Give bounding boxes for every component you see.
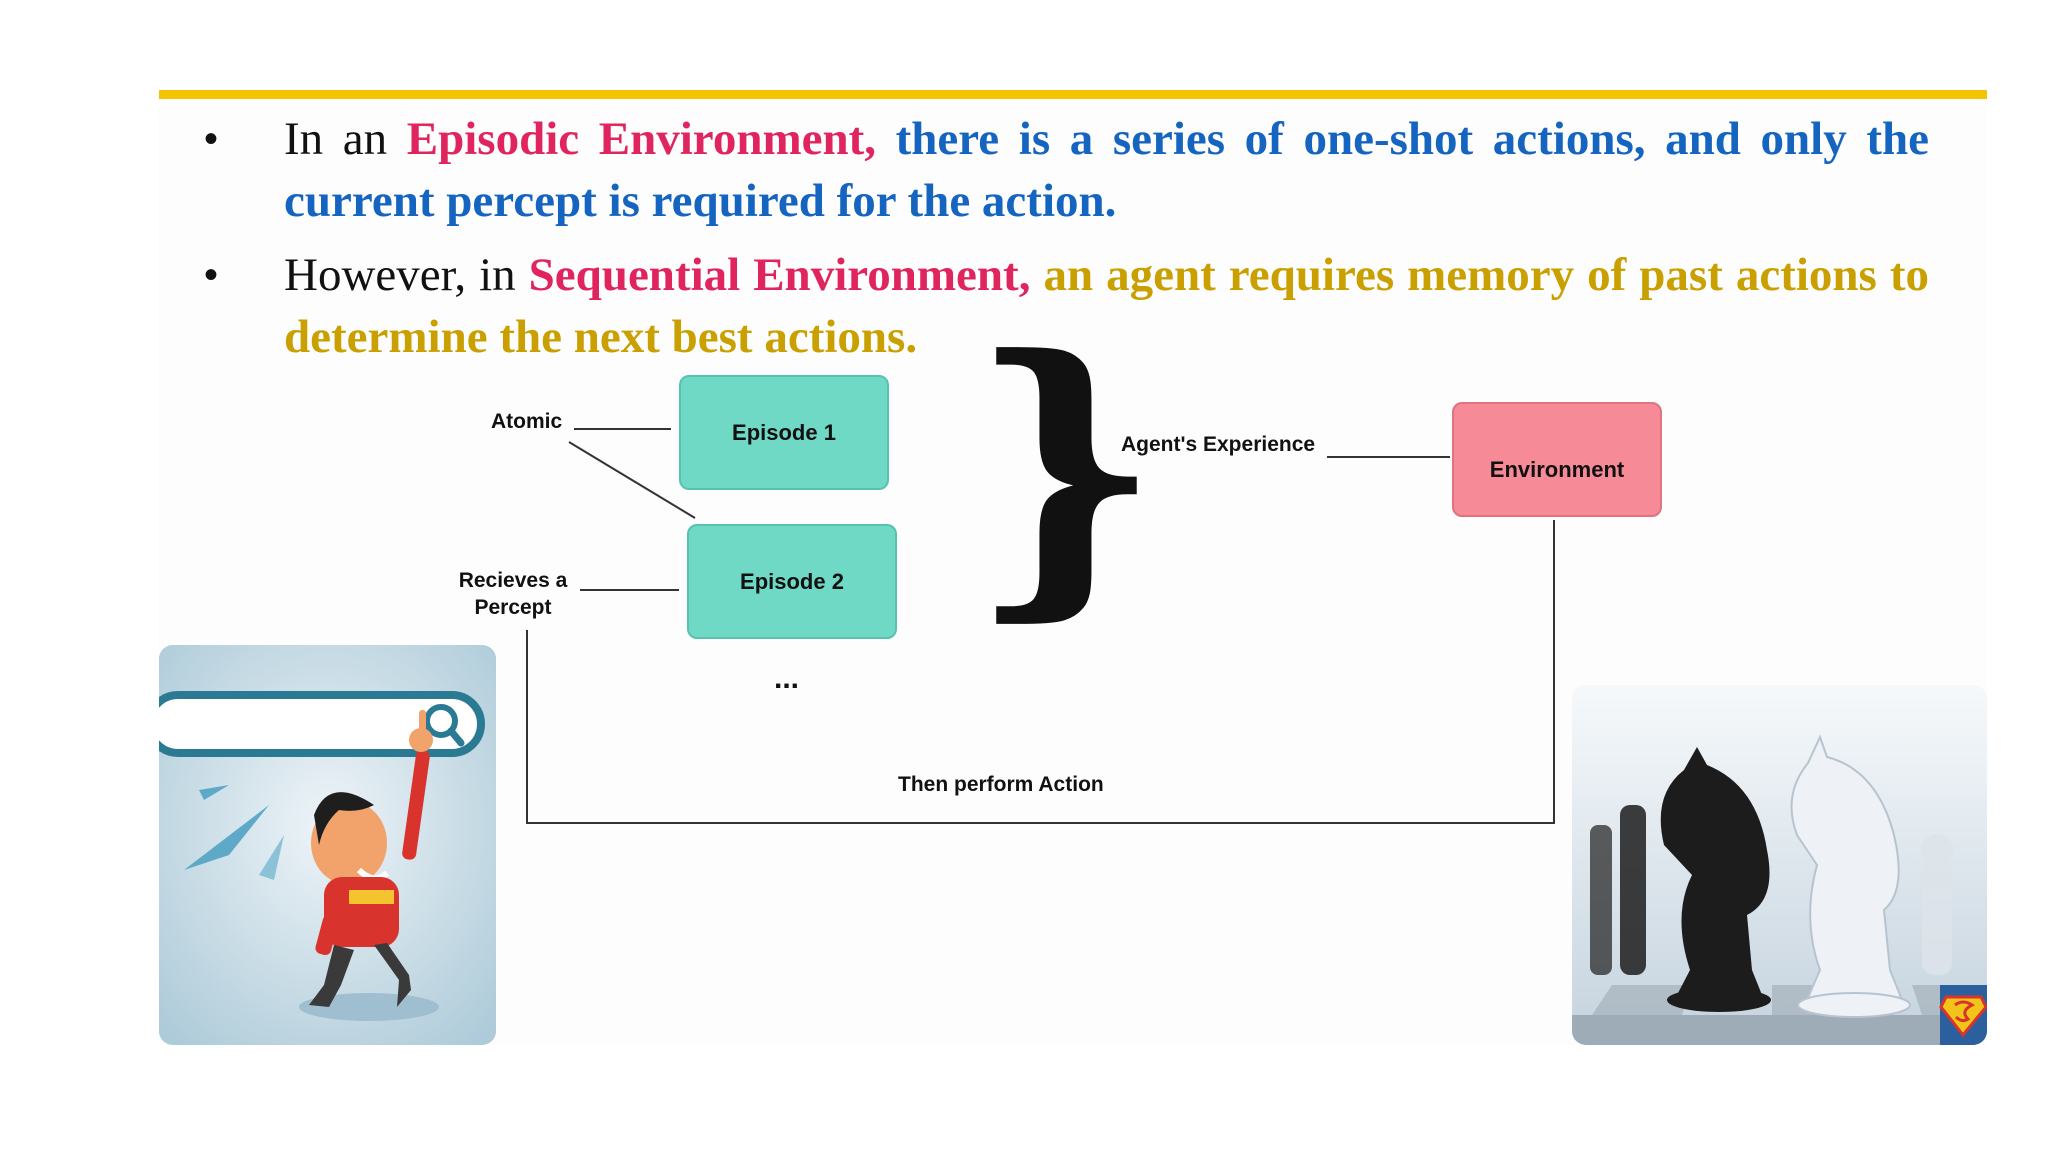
bullet-marker: • [204,253,219,297]
bullet2-rest: an agent requires memory of past actions… [284,249,1929,363]
top-rule [159,90,1987,99]
white-knight [1790,734,1911,1018]
search-bar-graphic [159,691,485,757]
episode-2-box: Episode 2 [687,524,897,639]
chessboard [1572,985,1987,1045]
white-pawn [1921,834,1953,975]
episode-ellipsis: ... [774,662,800,695]
grouping-brace: } [969,293,1162,646]
episode-1-box: Episode 1 [679,375,889,490]
magnifier-icon [424,704,465,747]
percept-label-line1: Recieves a [458,569,568,592]
action-label: Then perform Action [898,773,1104,796]
atomic-label: Atomic [491,410,563,433]
atomic-diagonal-connector [568,441,696,519]
cartoon-man-image [159,645,496,1045]
environment-label: Environment [1489,456,1625,482]
episode-2-label: Episode 2 [740,568,844,594]
bullet-sequential: • However, in Sequential Environment, an… [204,244,1929,368]
search-illustration [159,645,496,1045]
episode-1-label: Episode 1 [732,419,836,445]
superman-logo-badge [1939,985,1987,1045]
bullet-marker: • [204,117,219,161]
bullet1-rest: there is a series of one-shot actions, a… [284,113,1930,227]
bullet2-term: Sequential Environment, [528,249,1031,301]
chess-illustration [1572,685,1987,1045]
bullet-list: • In an Episodic Environment, there is a… [204,108,1929,380]
slide: • In an Episodic Environment, there is a… [159,90,1987,1045]
percept-label: Recieves a Percept [455,567,571,621]
cartoon-man [309,710,433,1007]
bullet1-prefix: In an [284,113,407,165]
environment-box: Environment [1452,402,1662,517]
bullet1-term: Episodic Environment, [406,113,877,165]
black-pieces [1590,747,1771,1012]
percept-label-line2: Percept [474,596,552,619]
bullet2-prefix: However, in [284,249,529,301]
chess-knights-image [1572,685,1987,1045]
bullet-episodic: • In an Episodic Environment, there is a… [204,108,1929,232]
diagram-connectors [526,428,1555,824]
action-feedback-loop [526,520,1555,824]
agent-experience-label: Agent's Experience [1121,433,1316,456]
